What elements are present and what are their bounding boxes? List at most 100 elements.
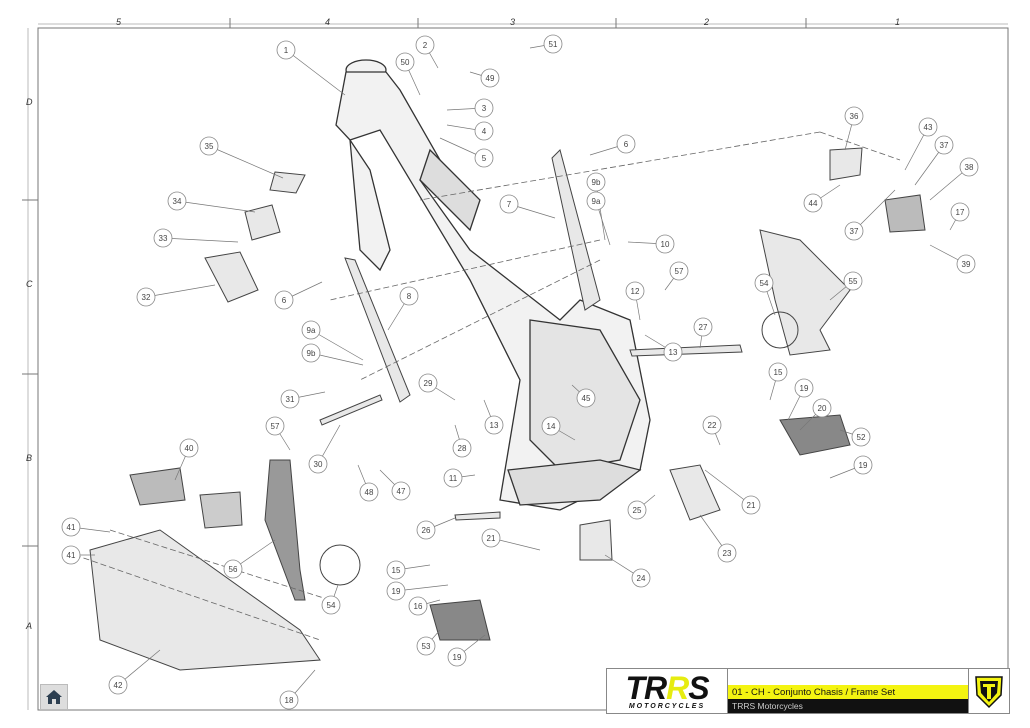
callout-circle [416, 520, 436, 540]
callout-circle [741, 495, 761, 515]
callout-22: 22 [702, 415, 722, 446]
callout-label: 4 [482, 127, 487, 136]
callout-circle [768, 362, 788, 382]
callout-17: 17 [949, 202, 970, 231]
callout-25: 25 [627, 494, 656, 520]
callout-label: 13 [669, 348, 678, 357]
callout-label: 24 [637, 574, 646, 583]
callout-circle [280, 389, 300, 409]
side-plate-right [551, 149, 601, 311]
zone-col-2: 2 [704, 17, 710, 27]
logo-subtext: MOTORCYCLES [628, 702, 706, 710]
callout-circle [136, 287, 156, 307]
callout-label: 27 [699, 323, 708, 332]
callout-6: 6 [274, 281, 323, 310]
callout-circle [167, 191, 187, 211]
callout-label: 21 [487, 534, 496, 543]
part-34 [244, 204, 281, 241]
home-button[interactable] [40, 684, 68, 710]
callout-circle [631, 568, 651, 588]
callout-1: 1 [276, 40, 346, 96]
callout-43: 43 [904, 117, 938, 171]
callout-circle [853, 455, 873, 475]
callout-label: 19 [859, 461, 868, 470]
callout-label: 38 [965, 163, 974, 172]
callout-label: 54 [327, 601, 336, 610]
callout-circle [543, 34, 563, 54]
logo-text-b: R [666, 669, 689, 706]
drawing-title: 01 - CH - Conjunto Chasis / Frame Set [728, 685, 968, 699]
callout-label: 48 [365, 488, 374, 497]
callout-circle [359, 482, 379, 502]
callout-circle [586, 191, 606, 211]
callout-42: 42 [108, 649, 161, 695]
callout-circle [61, 545, 81, 565]
callout-circle [308, 454, 328, 474]
callout-24: 24 [604, 554, 651, 588]
callout-12: 12 [625, 281, 645, 321]
callout-circle [693, 317, 713, 337]
callout-circle [616, 134, 636, 154]
callout-31: 31 [280, 389, 326, 409]
callout-circle [179, 438, 199, 458]
callout-circle [717, 543, 737, 563]
callout-label: 31 [286, 395, 295, 404]
callout-circle [950, 202, 970, 222]
callout-9b: 9b [301, 343, 364, 366]
swingarm-axle [629, 344, 743, 357]
leader-line [176, 200, 256, 213]
callout-label: 20 [818, 404, 827, 413]
callout-15: 15 [768, 362, 788, 401]
callout-circle [480, 68, 500, 88]
callout-label: 55 [849, 277, 858, 286]
callout-57: 57 [664, 261, 689, 291]
callout-37: 37 [914, 135, 954, 186]
callout-circle [199, 136, 219, 156]
callout-label: 25 [633, 506, 642, 515]
part-35 [269, 171, 306, 194]
callout-label: 41 [67, 523, 76, 532]
callout-18: 18 [279, 669, 316, 710]
callout-38: 38 [929, 157, 979, 201]
callout-28: 28 [452, 424, 472, 458]
callout-circle [415, 35, 435, 55]
callout-label: 44 [809, 199, 818, 208]
zone-row-c: C [26, 279, 33, 289]
callout-label: 53 [422, 642, 431, 651]
callout-label: 50 [401, 58, 410, 67]
callout-label: 57 [271, 422, 280, 431]
callout-52: 52 [839, 427, 871, 447]
callout-label: 14 [547, 422, 556, 431]
callout-20: 20 [799, 398, 832, 431]
logo-text-c: S [688, 669, 709, 706]
callout-circle [576, 388, 596, 408]
callout-40: 40 [174, 438, 199, 481]
callout-label: 17 [956, 208, 965, 217]
callout-label: 56 [229, 565, 238, 574]
callout-circle [279, 690, 299, 710]
callout-label: 15 [774, 368, 783, 377]
callout-circle [153, 228, 173, 248]
callout-label: 45 [582, 394, 591, 403]
callout-label: 2 [423, 41, 428, 50]
callout-label: 19 [453, 653, 462, 662]
callout-8: 8 [387, 286, 419, 331]
callout-label: 39 [962, 260, 971, 269]
callout-circle [803, 193, 823, 213]
callout-49: 49 [469, 68, 500, 88]
callout-30: 30 [308, 424, 341, 474]
callout-label: 21 [747, 501, 756, 510]
callout-circle [844, 221, 864, 241]
callout-label: 19 [392, 587, 401, 596]
callout-label: 49 [486, 74, 495, 83]
footpeg-left [429, 599, 491, 641]
callout-label: 13 [490, 421, 499, 430]
callout-35: 35 [199, 136, 284, 179]
callout-label: 11 [449, 474, 458, 483]
callout-26: 26 [416, 517, 456, 540]
callout-label: 9b [307, 349, 316, 358]
callout-circle [627, 500, 647, 520]
callout-label: 32 [142, 293, 151, 302]
callout-circle [959, 157, 979, 177]
callout-circle [399, 286, 419, 306]
